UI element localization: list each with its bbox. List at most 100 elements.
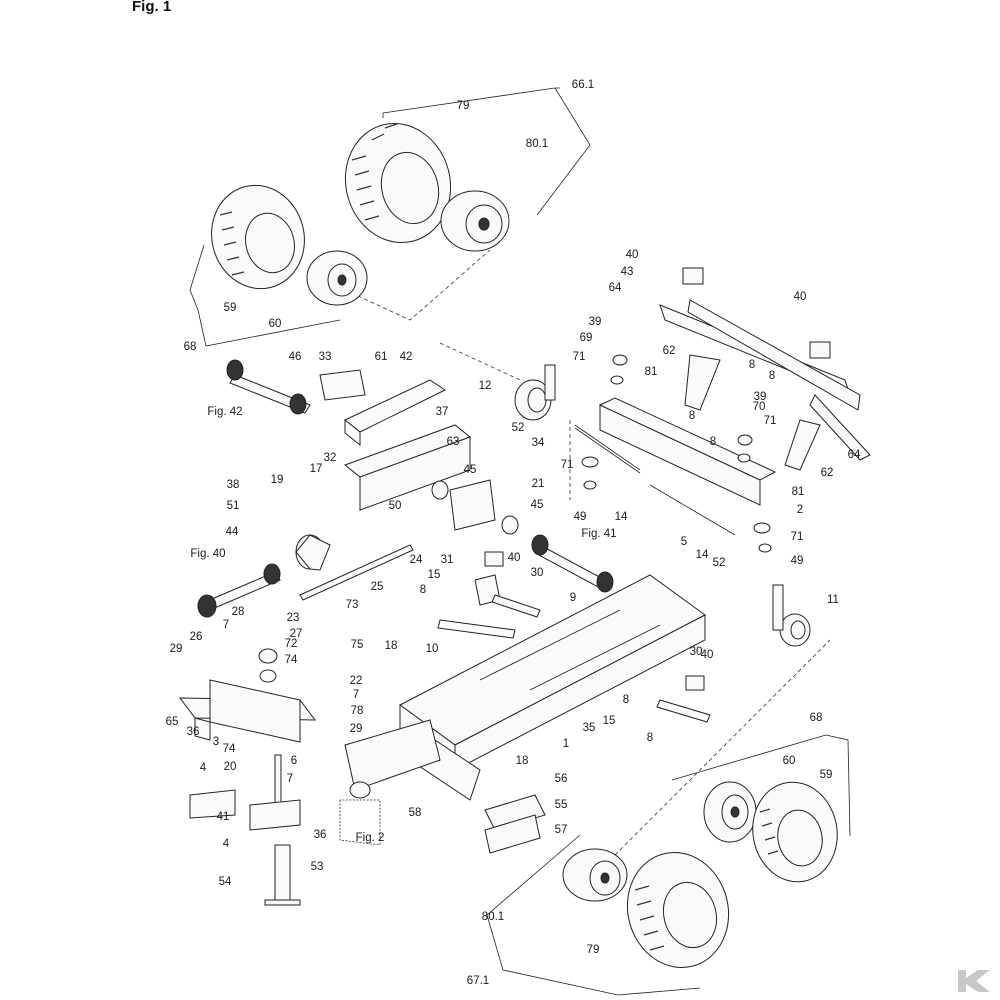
callout-label: 57 — [555, 824, 568, 836]
callout-label: 41 — [217, 811, 230, 823]
callout-label: 36 — [187, 726, 200, 738]
callout-label: 7 — [353, 689, 359, 701]
callout-label: 35 — [583, 722, 596, 734]
callout-label: Fig. 41 — [581, 528, 616, 540]
callout-label: 59 — [224, 302, 237, 314]
callout-label: 78 — [351, 705, 364, 717]
wheel-79-lower — [626, 852, 730, 968]
callout-label: 50 — [389, 500, 402, 512]
callout-label: 81 — [645, 366, 658, 378]
callout-label: 39 — [589, 316, 602, 328]
callout-label: 56 — [555, 773, 568, 785]
callout-label: 25 — [371, 581, 384, 593]
callout-label: 64 — [848, 449, 861, 461]
callout-label: 79 — [587, 944, 600, 956]
callout-label: 8 — [710, 436, 716, 448]
driveshaft-fig42 — [226, 359, 311, 415]
driveshaft-right — [531, 534, 614, 593]
callout-label: 7 — [223, 619, 229, 631]
callout-label: 11 — [827, 594, 839, 606]
callout-label: 23 — [287, 612, 300, 624]
callout-label: 66.1 — [572, 79, 594, 91]
callout-label: 49 — [574, 511, 587, 523]
callout-label: 40 — [626, 249, 639, 261]
top-right-beams — [659, 267, 871, 461]
callout-label: 26 — [190, 631, 203, 643]
callout-label: 61 — [375, 351, 388, 363]
callout-label: 44 — [226, 526, 239, 538]
callout-label: 9 — [570, 592, 576, 604]
callout-label: 12 — [479, 380, 492, 392]
callout-label: 27 — [290, 628, 303, 640]
callout-label: 69 — [580, 332, 593, 344]
main-frame-1 — [344, 574, 706, 801]
callout-label: 2 — [797, 504, 803, 516]
guard-42-32 — [319, 369, 472, 511]
callout-label: 15 — [428, 569, 441, 581]
callout-label: 59 — [820, 769, 833, 781]
callout-label: 31 — [441, 554, 454, 566]
callout-label: 68 — [810, 712, 823, 724]
callout-label: 39 — [754, 391, 767, 403]
callout-label: 8 — [420, 584, 426, 596]
callout-label: 8 — [749, 359, 755, 371]
callout-label: 74 — [223, 743, 236, 755]
callout-label: 4 — [200, 762, 207, 774]
callout-label: 74 — [285, 654, 298, 666]
callout-label: 60 — [269, 318, 282, 330]
callout-label: 14 — [615, 511, 628, 523]
callout-label: 6 — [291, 755, 297, 767]
callout-label: 8 — [769, 370, 775, 382]
callout-label: 54 — [219, 876, 232, 888]
callout-label: 46 — [289, 351, 302, 363]
hub-12 — [514, 364, 556, 421]
callout-label: 58 — [409, 807, 422, 819]
callout-label: 8 — [623, 694, 629, 706]
callout-label: 62 — [663, 345, 676, 357]
callout-label: 51 — [227, 500, 240, 512]
axle-beam-2 — [581, 354, 821, 553]
callout-label: 60 — [783, 755, 796, 767]
callout-label: 52 — [512, 422, 525, 434]
callout-label: 5 — [681, 536, 687, 548]
callout-label: 45 — [464, 464, 477, 476]
callout-label: 1 — [563, 738, 569, 750]
callout-label: 36 — [314, 829, 327, 841]
wheel-79-upper — [344, 123, 452, 243]
figure-title: Fig. 1 — [132, 0, 172, 15]
callout-label: 18 — [516, 755, 529, 767]
callout-label: 24 — [410, 554, 423, 566]
callout-label: 80.1 — [482, 911, 504, 923]
driveshaft-fig40 — [197, 544, 414, 618]
callout-label: 28 — [232, 606, 245, 618]
callout-label: 34 — [532, 437, 545, 449]
callout-label: 15 — [603, 715, 616, 727]
assembly-brackets — [189, 87, 851, 996]
callout-label: 71 — [764, 415, 777, 427]
callout-label: Fig. 2 — [356, 832, 385, 844]
bracket-15-30 — [474, 551, 711, 723]
rim-60-upper — [306, 250, 368, 306]
callout-label: 38 — [227, 479, 240, 491]
callout-label: Fig. 42 — [207, 406, 242, 418]
brand-k-logo-icon — [958, 970, 990, 992]
callout-label: 68 — [184, 341, 197, 353]
chain-fig2 — [339, 781, 381, 846]
callout-label: 73 — [346, 599, 359, 611]
callout-label: 18 — [385, 640, 398, 652]
rim-60-lower — [703, 781, 757, 843]
wheel-59-lower — [752, 781, 838, 883]
callout-label: 3 — [213, 736, 219, 748]
rim-80-1-upper — [440, 190, 510, 252]
callout-label: 43 — [621, 266, 634, 278]
callout-label: 42 — [400, 351, 413, 363]
callout-label: 7 — [287, 773, 293, 785]
sleeve-44 — [295, 534, 331, 571]
hub-11 — [772, 584, 811, 647]
callout-label: 75 — [351, 639, 364, 651]
callout-label: 30 — [690, 646, 703, 658]
callout-label: 29 — [170, 643, 183, 655]
callout-label: 8 — [647, 732, 653, 744]
